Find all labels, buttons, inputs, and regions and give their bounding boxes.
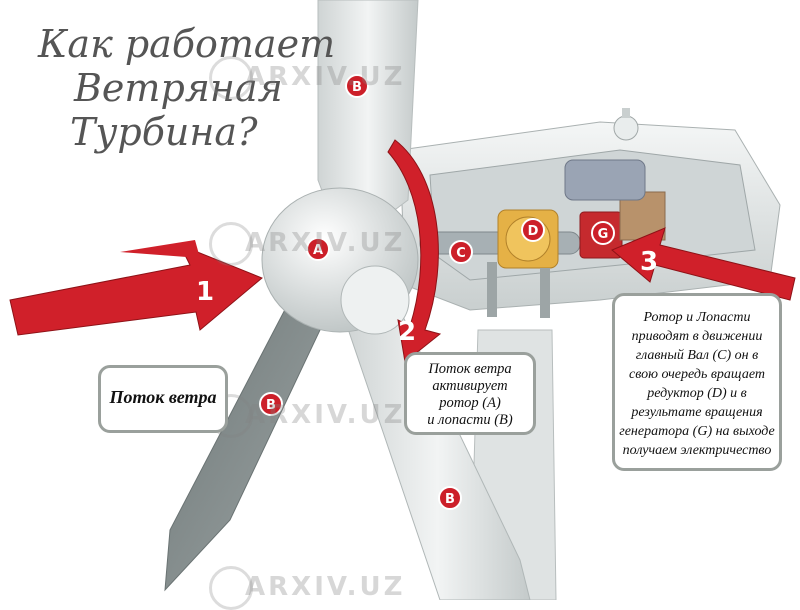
callout-line: свою очередь вращает: [629, 367, 765, 382]
callout-line: редуктор (D) и в: [647, 386, 747, 401]
svg-text:B: B: [352, 80, 362, 95]
callout-line: получаем электричество: [622, 443, 772, 458]
svg-text:A: A: [313, 243, 323, 258]
callout-generator: Ротор и Лопасти приводят в движении глав…: [612, 293, 782, 471]
callout-line: ротор (A): [439, 395, 501, 411]
svg-text:B: B: [445, 492, 455, 507]
callout-wind-flow: Поток ветра: [98, 365, 228, 433]
badge-c: C: [449, 240, 473, 264]
watermark: ARXIV.UZ: [208, 222, 406, 266]
step-number-1: 1: [196, 277, 214, 307]
callout-line: генератора (G) на выходе: [619, 424, 775, 439]
title-line-1: Как работает: [38, 22, 336, 66]
badge-a: A: [306, 237, 330, 261]
callout-line: Поток ветра: [428, 361, 512, 377]
badge-g: G: [591, 221, 615, 245]
watermark: ARXIV.UZ: [208, 566, 406, 610]
watermark: ARXIV.UZ: [208, 56, 406, 100]
arrow-step-1: [9, 244, 263, 336]
step-number-2: 2: [398, 317, 416, 347]
callout-line: главный Вал (C) он в: [635, 348, 759, 363]
callout-line: результате вращения: [631, 405, 763, 420]
svg-text:C: C: [456, 246, 466, 261]
callout-line: Ротор и Лопасти: [643, 310, 751, 325]
svg-text:D: D: [528, 224, 539, 239]
callout-line: и лопасти (B): [427, 412, 513, 428]
sensor-dome: [613, 115, 639, 141]
svg-text:B: B: [266, 398, 276, 413]
badge-b-top: B: [345, 74, 369, 98]
title-line-3: Турбина?: [70, 110, 258, 154]
callout-line: приводят в движении: [631, 329, 763, 344]
badge-b-left: B: [259, 392, 283, 416]
callout-line: активирует: [432, 378, 508, 394]
badge-b-right: B: [438, 486, 462, 510]
callout-text: Поток ветра: [109, 387, 217, 407]
watermark: ARXIV.UZ: [208, 394, 406, 438]
blade-lower-left: [164, 299, 321, 592]
arrow-step-1b: [120, 240, 200, 258]
step-number-3: 3: [640, 247, 658, 277]
callout-rotor-activation: Поток ветра активирует ротор (A) и лопас…: [404, 352, 536, 435]
svg-text:G: G: [598, 227, 609, 242]
badge-d: D: [521, 218, 545, 242]
